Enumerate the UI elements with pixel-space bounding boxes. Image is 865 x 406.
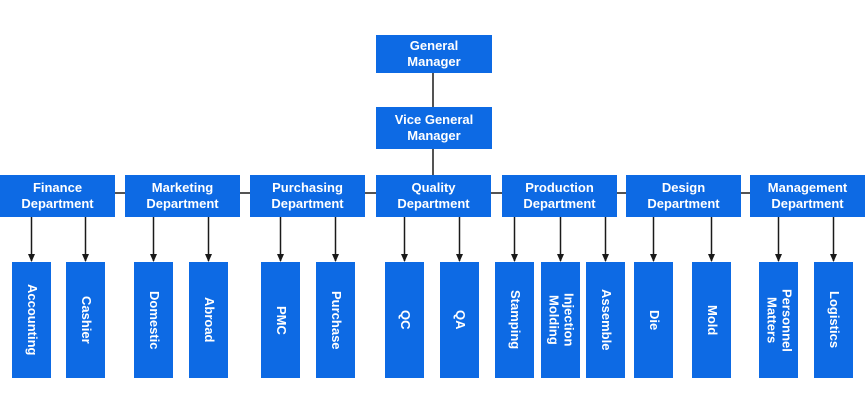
node-label: Purchase xyxy=(328,290,344,350)
node-pmc: PMC xyxy=(261,262,300,378)
node-finance-department: Finance Department xyxy=(0,175,115,217)
node-purchase: Purchase xyxy=(316,262,355,378)
node-general-manager: General Manager xyxy=(376,35,492,73)
node-personnel-matters: Personnel Matters xyxy=(759,262,798,378)
node-cashier: Cashier xyxy=(66,262,105,378)
node-logistics: Logistics xyxy=(814,262,853,378)
node-label: Assemble xyxy=(598,289,614,351)
node-label: Abroad xyxy=(201,297,217,343)
node-design-department: Design Department xyxy=(626,175,741,217)
node-label: Personnel Matters xyxy=(764,288,795,352)
node-label: Marketing Department xyxy=(146,179,219,211)
node-label: Die xyxy=(646,309,662,331)
node-quality-department: Quality Department xyxy=(376,175,491,217)
node-production-department: Production Department xyxy=(502,175,617,217)
node-qc: QC xyxy=(385,262,424,378)
node-label: Design Department xyxy=(647,179,720,211)
node-label: Domestic xyxy=(146,290,162,350)
node-purchasing-department: Purchasing Department xyxy=(250,175,365,217)
node-label: Logistics xyxy=(826,291,842,349)
node-vice-general-manager: Vice General Manager xyxy=(376,107,492,149)
node-label: QC xyxy=(397,310,413,330)
node-management-department: Management Department xyxy=(750,175,865,217)
node-label: Production Department xyxy=(523,179,596,211)
node-label: QA xyxy=(452,310,468,330)
node-abroad: Abroad xyxy=(189,262,228,378)
node-injection-molding: Injection Molding xyxy=(541,262,580,378)
node-accounting: Accounting xyxy=(12,262,51,378)
node-label: PMC xyxy=(273,305,289,335)
node-stamping: Stamping xyxy=(495,262,534,378)
node-mold: Mold xyxy=(692,262,731,378)
node-label: Finance Department xyxy=(21,179,94,211)
node-label: Accounting xyxy=(24,284,40,356)
node-label: Cashier xyxy=(78,296,94,344)
node-die: Die xyxy=(634,262,673,378)
node-label: Vice General Manager xyxy=(394,111,474,143)
node-label: General Manager xyxy=(407,37,461,69)
node-label: Stamping xyxy=(507,290,523,350)
node-marketing-department: Marketing Department xyxy=(125,175,240,217)
node-domestic: Domestic xyxy=(134,262,173,378)
node-label: Management Department xyxy=(767,179,848,211)
node-label: Mold xyxy=(704,304,720,336)
node-label: Purchasing Department xyxy=(271,179,344,211)
node-assemble: Assemble xyxy=(586,262,625,378)
node-label: Injection Molding xyxy=(546,293,577,347)
node-qa: QA xyxy=(440,262,479,378)
node-label: Quality Department xyxy=(397,179,470,211)
